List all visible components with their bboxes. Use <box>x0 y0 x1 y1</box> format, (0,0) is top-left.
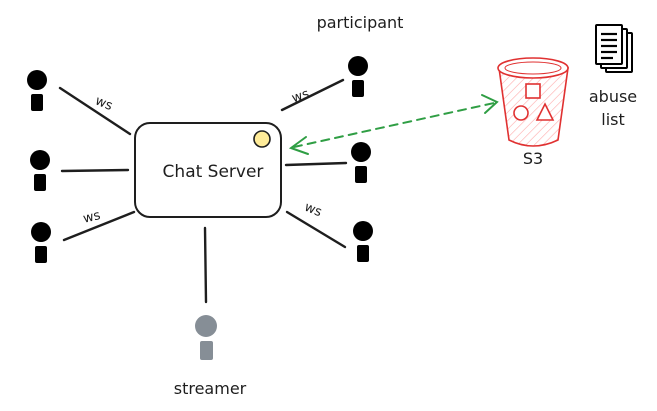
person-icon <box>31 222 51 263</box>
s3-bucket-icon <box>497 57 569 147</box>
chat-server-label: Chat Server <box>163 162 264 182</box>
dashed-arrow <box>288 94 499 155</box>
person-icon <box>351 142 371 183</box>
arrowhead-left <box>288 136 309 155</box>
edge-label-ws: ws <box>82 208 103 227</box>
person-icon <box>30 150 50 191</box>
connection-line <box>284 161 348 167</box>
participants <box>27 56 373 263</box>
document-stack-icon <box>595 24 633 73</box>
server-status-dot <box>253 130 271 148</box>
connection-line <box>58 86 132 136</box>
arrowhead-right <box>481 94 499 114</box>
chat-server: Chat Server <box>134 122 282 218</box>
edge-label-ws: ws <box>290 87 311 107</box>
chat-server-box <box>134 122 282 218</box>
person-icon <box>348 56 368 97</box>
connection-line <box>203 226 208 304</box>
connection-line <box>62 210 136 242</box>
connections <box>58 78 348 304</box>
connection-line <box>60 168 130 173</box>
abuse-list-label-line2: list <box>601 110 625 129</box>
connection-line <box>280 78 345 112</box>
edge-labels: ws ws ws ws <box>82 87 324 227</box>
abuse-list-label-line1: abuse <box>589 87 637 106</box>
person-icon <box>353 221 373 262</box>
edge-label-ws: ws <box>93 94 115 115</box>
s3-label: S3 <box>523 149 543 168</box>
edge-label-ws: ws <box>302 200 324 221</box>
dashed-arrow-line <box>293 102 495 148</box>
connection-line <box>285 210 347 249</box>
person-icon <box>195 315 217 360</box>
person-icon <box>27 70 47 111</box>
streamer-label: streamer <box>174 379 247 398</box>
participant-label: participant <box>317 13 404 32</box>
